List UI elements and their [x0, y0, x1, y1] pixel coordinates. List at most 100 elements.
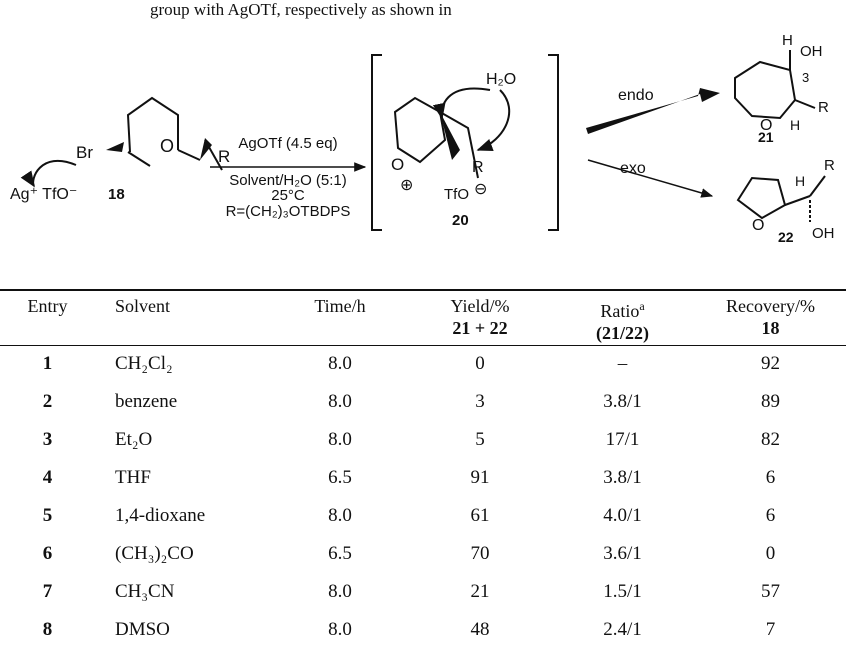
reaction-conditions: AgOTf (4.5 eq) Solvent/H₂O (5:1) 25°C R=…: [210, 135, 367, 220]
cell-ratio: 3.6/1: [603, 543, 642, 564]
cell-yield: 48: [470, 619, 490, 640]
cell-solvent: (CH₃)₂CO: [115, 543, 194, 564]
cell-entry: 5: [42, 505, 53, 526]
header-solvent: Solvent: [115, 296, 171, 316]
cell-time: 8.0: [328, 619, 352, 640]
cell-entry: 8: [42, 619, 53, 640]
compound-label-21: 21: [758, 129, 774, 145]
cell-yield: 70: [470, 543, 490, 564]
header-ratio-sub: (21/22): [596, 323, 649, 343]
cell-ratio: –: [617, 353, 628, 374]
r-group-18: R: [218, 147, 230, 166]
cell-ratio: 2.4/1: [603, 619, 642, 640]
cell-recovery: 0: [765, 543, 776, 564]
h-label-21-bottom: H: [790, 117, 800, 133]
cell-yield: 5: [475, 429, 485, 450]
table-row: 2 benzene 8.0 3 3.8/1 89: [0, 383, 846, 421]
plus-charge: ⊕: [400, 177, 413, 194]
cell-time: 8.0: [328, 391, 352, 412]
cell-entry: 2: [42, 391, 53, 412]
hydroxyl-label-22: OH: [812, 225, 835, 242]
compound-label-22: 22: [778, 229, 794, 245]
cell-ratio: 3.8/1: [603, 391, 642, 412]
triflate-anion: TfO: [444, 186, 469, 203]
cell-ratio: 17/1: [605, 429, 640, 450]
cell-entry: 7: [42, 581, 53, 602]
table-row: 8 DMSO 8.0 48 2.4/1 7: [0, 611, 846, 649]
header-row: Entry Solvent Time/h Yield/%21 + 22 Rati…: [0, 292, 846, 345]
header-time: Time/h: [314, 296, 366, 316]
cell-solvent: CH₃CN: [115, 581, 175, 602]
cell-entry: 3: [42, 429, 53, 450]
header-ratio: Ratioa(21/22): [550, 292, 695, 345]
cell-recovery: 92: [761, 353, 780, 374]
cell-time: 8.0: [328, 353, 352, 374]
cell-time: 8.0: [328, 429, 352, 450]
table-header-rule: [0, 345, 846, 346]
table-top-rule: [0, 289, 846, 291]
starting-material-18: O R Br Ag⁺ TfO⁻ 18: [10, 96, 230, 203]
header-yield-sub: 21 + 22: [452, 318, 508, 338]
results-table: Entry Solvent Time/h Yield/%21 + 22 Rati…: [0, 292, 846, 649]
c3-label: 3: [802, 70, 809, 85]
pathway-arrows: endo exo: [586, 87, 720, 198]
reagent-line-4: R=(CH₂)₃OTBDPS: [226, 203, 351, 220]
silver-triflate-counterion: Ag⁺ TfO⁻: [10, 186, 77, 203]
cell-entry: 4: [42, 467, 53, 488]
cell-solvent: CH₂Cl₂: [115, 353, 173, 374]
cell-time: 6.5: [328, 467, 352, 488]
cell-ratio: 1.5/1: [603, 581, 642, 602]
footnote-marker-a: a: [639, 299, 645, 313]
ring-oxygen-20: O: [391, 155, 404, 174]
r-group-21: R: [818, 99, 829, 116]
cell-yield: 3: [475, 391, 485, 412]
product-21: H OH 3 O R H 21: [734, 32, 829, 145]
r-group-22: R: [824, 157, 835, 174]
cell-entry: 6: [42, 543, 53, 564]
cell-solvent: THF: [115, 467, 151, 488]
cell-solvent: DMSO: [115, 619, 170, 640]
bromine-label: Br: [76, 143, 93, 162]
h-label-22: H: [795, 173, 805, 189]
cell-ratio: 4.0/1: [603, 505, 642, 526]
h-label-21-top: H: [782, 32, 793, 49]
exo-label: exo: [620, 160, 646, 177]
cell-recovery: 7: [765, 619, 776, 640]
cell-recovery: 6: [765, 505, 776, 526]
minus-charge: ⊖: [474, 181, 487, 198]
reaction-scheme: O R Br Ag⁺ TfO⁻ 18 AgOTf (4.5 eq) Solven…: [10, 32, 835, 245]
cell-yield: 61: [470, 505, 490, 526]
cell-recovery: 57: [761, 581, 780, 602]
cell-solvent: Et₂O: [115, 429, 153, 450]
ring-oxygen-21: O: [760, 117, 772, 134]
ring-oxygen-18: O: [160, 136, 174, 156]
header-yield: Yield/%21 + 22: [410, 292, 550, 345]
header-recovery-sub: 18: [761, 318, 780, 338]
endo-label: endo: [618, 87, 654, 104]
compound-label-20: 20: [452, 212, 469, 229]
caption-fragment: group with AgOTf, respectively as shown …: [150, 0, 452, 19]
reagent-line-1: AgOTf (4.5 eq): [238, 135, 337, 152]
r-group-20: R: [472, 159, 484, 176]
cell-entry: 1: [42, 353, 53, 374]
ring-oxygen-22: O: [752, 217, 764, 234]
cell-solvent: benzene: [115, 391, 178, 412]
header-recovery: Recovery/%18: [695, 292, 846, 345]
cell-recovery: 89: [761, 391, 780, 412]
cell-yield: 91: [470, 467, 490, 488]
table-row: 6 (CH₃)₂CO 6.5 70 3.6/1 0: [0, 535, 846, 573]
hydroxyl-label-21: OH: [800, 43, 823, 60]
water-label: H₂O: [486, 71, 516, 88]
cell-yield: 21: [470, 581, 490, 602]
cell-time: 8.0: [328, 505, 352, 526]
product-22: O R H OH 22: [736, 157, 835, 245]
cell-ratio: 3.8/1: [603, 467, 642, 488]
cell-time: 6.5: [328, 543, 352, 564]
compound-label-18: 18: [108, 186, 125, 203]
header-entry: Entry: [27, 296, 68, 316]
cell-recovery: 82: [761, 429, 780, 450]
